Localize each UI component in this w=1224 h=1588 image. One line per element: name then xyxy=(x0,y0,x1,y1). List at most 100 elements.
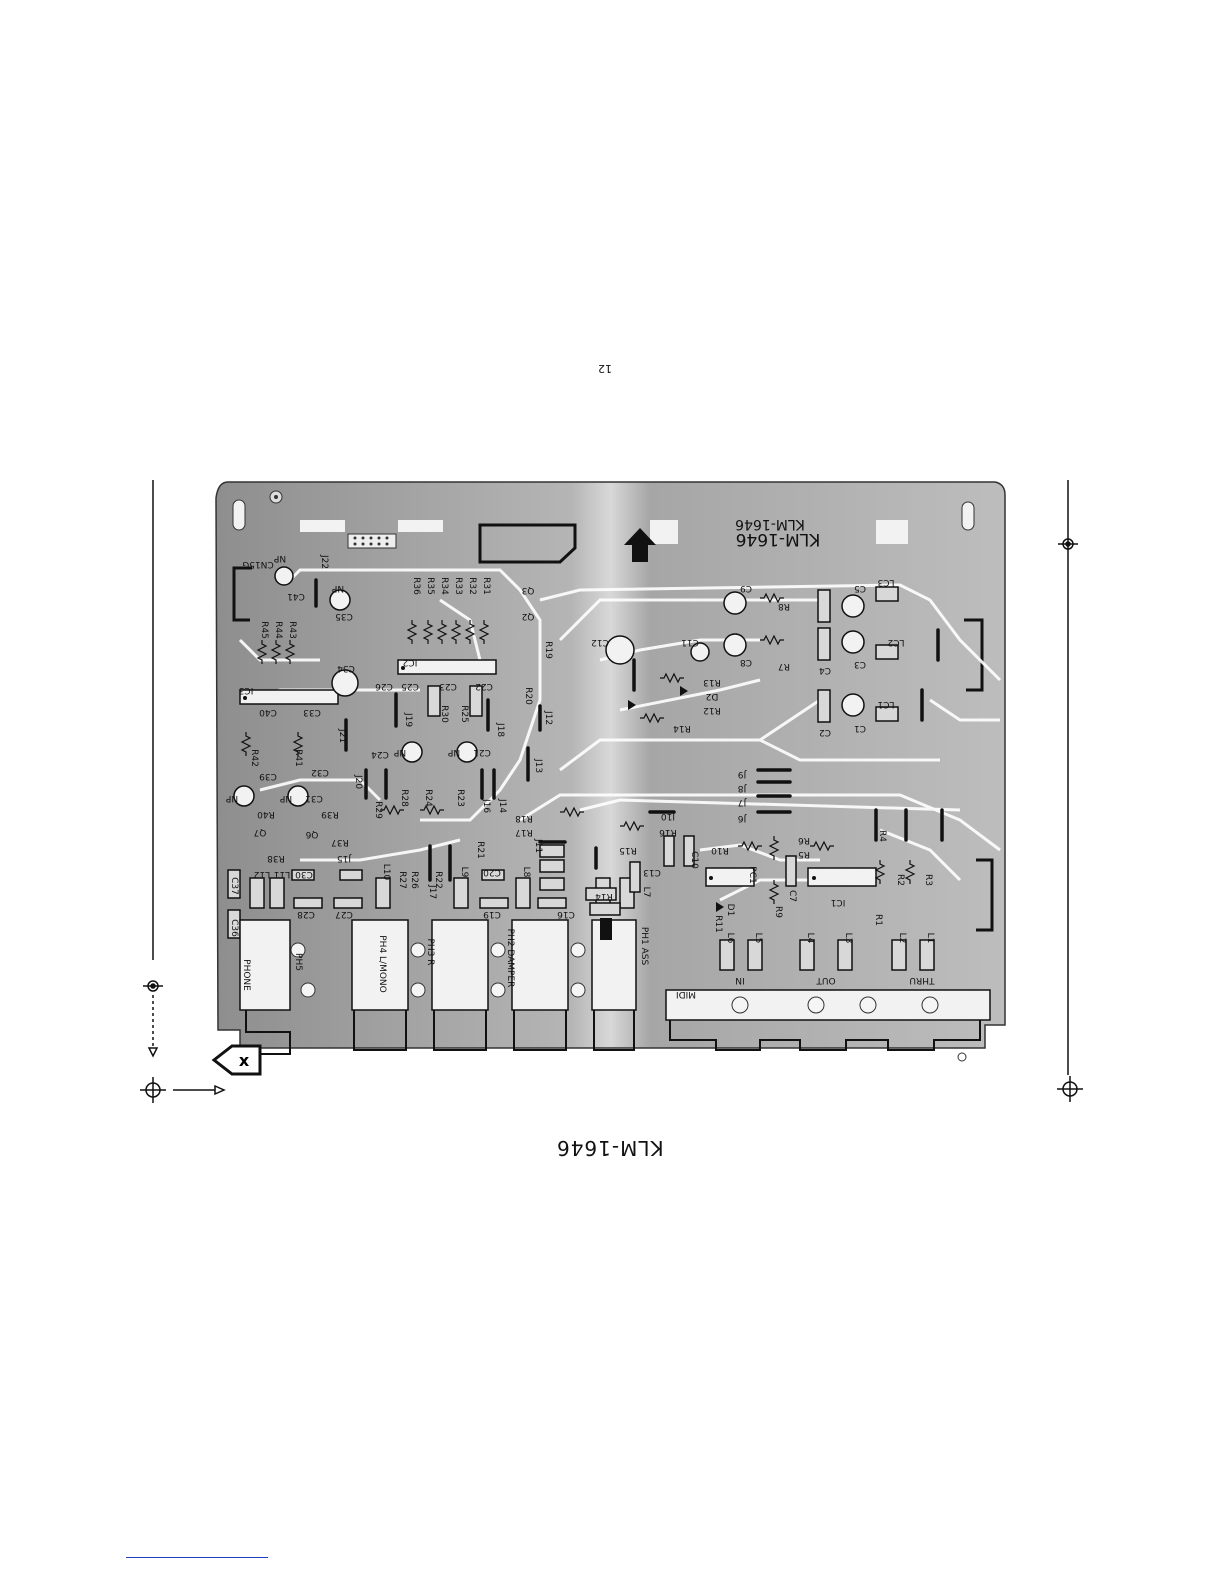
silkscreen-r9: R9 xyxy=(773,906,783,918)
silkscreen-r32: R32 xyxy=(467,577,477,595)
silkscreen-board-code: KLM-1646 xyxy=(735,516,805,532)
silkscreen-d2: D2 xyxy=(706,691,719,701)
silkscreen-r29: R29 xyxy=(373,801,383,819)
silkscreen-q6: Q6 xyxy=(305,829,318,839)
silkscreen-c1: C1 xyxy=(854,723,866,733)
silkscreen-in: IN xyxy=(735,975,744,985)
crosshair-icon xyxy=(140,1077,166,1103)
silkscreen-l10: L10 xyxy=(381,864,391,881)
silkscreen-c36: C36 xyxy=(229,919,239,937)
silkscreen-j21: J21 xyxy=(337,728,347,743)
silkscreen-r21: R21 xyxy=(475,841,485,859)
silkscreen-c9: C9 xyxy=(740,583,752,593)
silkscreen-j7: J7 xyxy=(738,797,747,807)
silkscreen-j8: J8 xyxy=(738,783,748,793)
silkscreen-phone: PHONE xyxy=(241,959,251,991)
silkscreen-c31: C31 xyxy=(305,793,323,803)
silkscreen-j9: J9 xyxy=(738,769,748,779)
silkscreen-c35: C35 xyxy=(335,611,353,621)
silkscreen-c34: C34 xyxy=(337,663,355,673)
silkscreen-r38: R38 xyxy=(267,853,285,863)
silkscreen-c27: C27 xyxy=(335,909,353,919)
silkscreen-r6: R6 xyxy=(798,835,810,845)
silkscreen-c10: C10 xyxy=(689,851,699,869)
silkscreen-np: NP xyxy=(225,793,238,803)
silkscreen-j20: J20 xyxy=(353,774,363,789)
silkscreen-q7: Q7 xyxy=(254,827,267,837)
silkscreen-r24: R24 xyxy=(423,789,433,807)
silkscreen-r7: R7 xyxy=(778,661,790,671)
silkscreen-r14: R14 xyxy=(595,891,613,901)
silkscreen-r8: R8 xyxy=(778,601,790,611)
silkscreen-c16: C16 xyxy=(557,909,575,919)
silkscreen-q2: Q2 xyxy=(522,611,535,621)
silkscreen-np: NP xyxy=(279,793,292,803)
silkscreen-ph2: PH2 DAMPER xyxy=(505,929,515,988)
silkscreen-pc1: PC1 xyxy=(747,866,757,883)
silkscreen-c26: C26 xyxy=(375,681,393,691)
silkscreen-c11: C11 xyxy=(681,637,699,647)
silkscreen-ph5: PH5 xyxy=(293,953,303,971)
silkscreen-j17: J17 xyxy=(427,884,437,899)
silkscreen-c39: C39 xyxy=(259,771,277,781)
silkscreen-l5: L5 xyxy=(753,933,763,944)
silkscreen-r2: R2 xyxy=(895,874,905,886)
silkscreen-r25: R25 xyxy=(459,705,469,723)
silkscreen-r28: R28 xyxy=(399,789,409,807)
silkscreen-l7: L7 xyxy=(641,887,651,898)
silkscreen-l3: L3 xyxy=(843,933,853,944)
up-arrow-icon xyxy=(624,528,656,562)
silkscreen-r27: R27 xyxy=(397,871,407,889)
silkscreen-ph3: PH3 R xyxy=(425,938,435,965)
silkscreen-r19: R19 xyxy=(543,641,553,659)
silkscreen-r10: R10 xyxy=(711,845,729,855)
silkscreen-r34: R34 xyxy=(439,577,449,595)
silkscreen-ic1: IC1 xyxy=(831,897,846,907)
silkscreen-j16: J16 xyxy=(481,798,491,813)
silkscreen-r37: R37 xyxy=(331,837,349,847)
silkscreen-r16: R16 xyxy=(659,827,677,837)
silkscreen-r45: R45 xyxy=(259,621,269,639)
silkscreen-c37: C37 xyxy=(229,877,239,895)
silkscreen-j15: J15 xyxy=(337,853,352,863)
silkscreen-c19: C19 xyxy=(483,909,501,919)
silkscreen-r31: R31 xyxy=(481,577,491,595)
pcb-board: x xyxy=(211,481,1006,1076)
silkscreen-ic3: IC3 xyxy=(239,685,254,695)
silkscreen-j6: J6 xyxy=(738,813,748,823)
registration-marks xyxy=(140,480,1083,1103)
silkscreen-r13: R13 xyxy=(703,677,721,687)
silkscreen-r4: R4 xyxy=(877,830,887,842)
silkscreen-c41: C41 xyxy=(287,591,305,601)
silkscreen-r3: R3 xyxy=(923,874,933,886)
silkscreen-c5: C5 xyxy=(854,583,866,593)
crosshair-icon xyxy=(1058,538,1078,550)
silkscreen-r5: R5 xyxy=(798,849,810,859)
board-caption: KLM-1646 xyxy=(556,1136,664,1160)
silkscreen-j10: J10 xyxy=(661,811,676,821)
silkscreen-r39: R39 xyxy=(321,809,339,819)
silkscreen-r42: R42 xyxy=(249,749,259,767)
silkscreen-c20: C20 xyxy=(483,867,501,877)
silkscreen-c32: C32 xyxy=(311,767,329,777)
silkscreen-l12: L12 xyxy=(254,869,270,879)
silkscreen-c40: C40 xyxy=(259,707,277,717)
silkscreen-c8: C8 xyxy=(740,657,752,667)
silkscreen-c12: C12 xyxy=(591,637,609,647)
silkscreen-l8: L8 xyxy=(521,867,531,878)
silkscreen-r17: R17 xyxy=(515,827,533,837)
footer-rule xyxy=(126,1557,268,1558)
silkscreen-r33: R33 xyxy=(453,577,463,595)
silkscreen-r12: R12 xyxy=(703,705,721,715)
silkscreen-r41: R41 xyxy=(293,749,303,767)
silkscreen-l4: L4 xyxy=(805,933,815,944)
silkscreen-q3: Q3 xyxy=(522,585,535,595)
silkscreen-r23: R23 xyxy=(455,789,465,807)
silkscreen-d1: D1 xyxy=(725,904,735,917)
silkscreen-lc3: LC3 xyxy=(877,577,894,587)
silkscreen-l6: L6 xyxy=(725,933,735,944)
x-mark-icon: x xyxy=(211,1044,262,1076)
silkscreen-c22: C22 xyxy=(475,681,493,691)
crosshair-icon xyxy=(1057,1076,1083,1102)
silkscreen-r22: R22 xyxy=(433,871,443,889)
